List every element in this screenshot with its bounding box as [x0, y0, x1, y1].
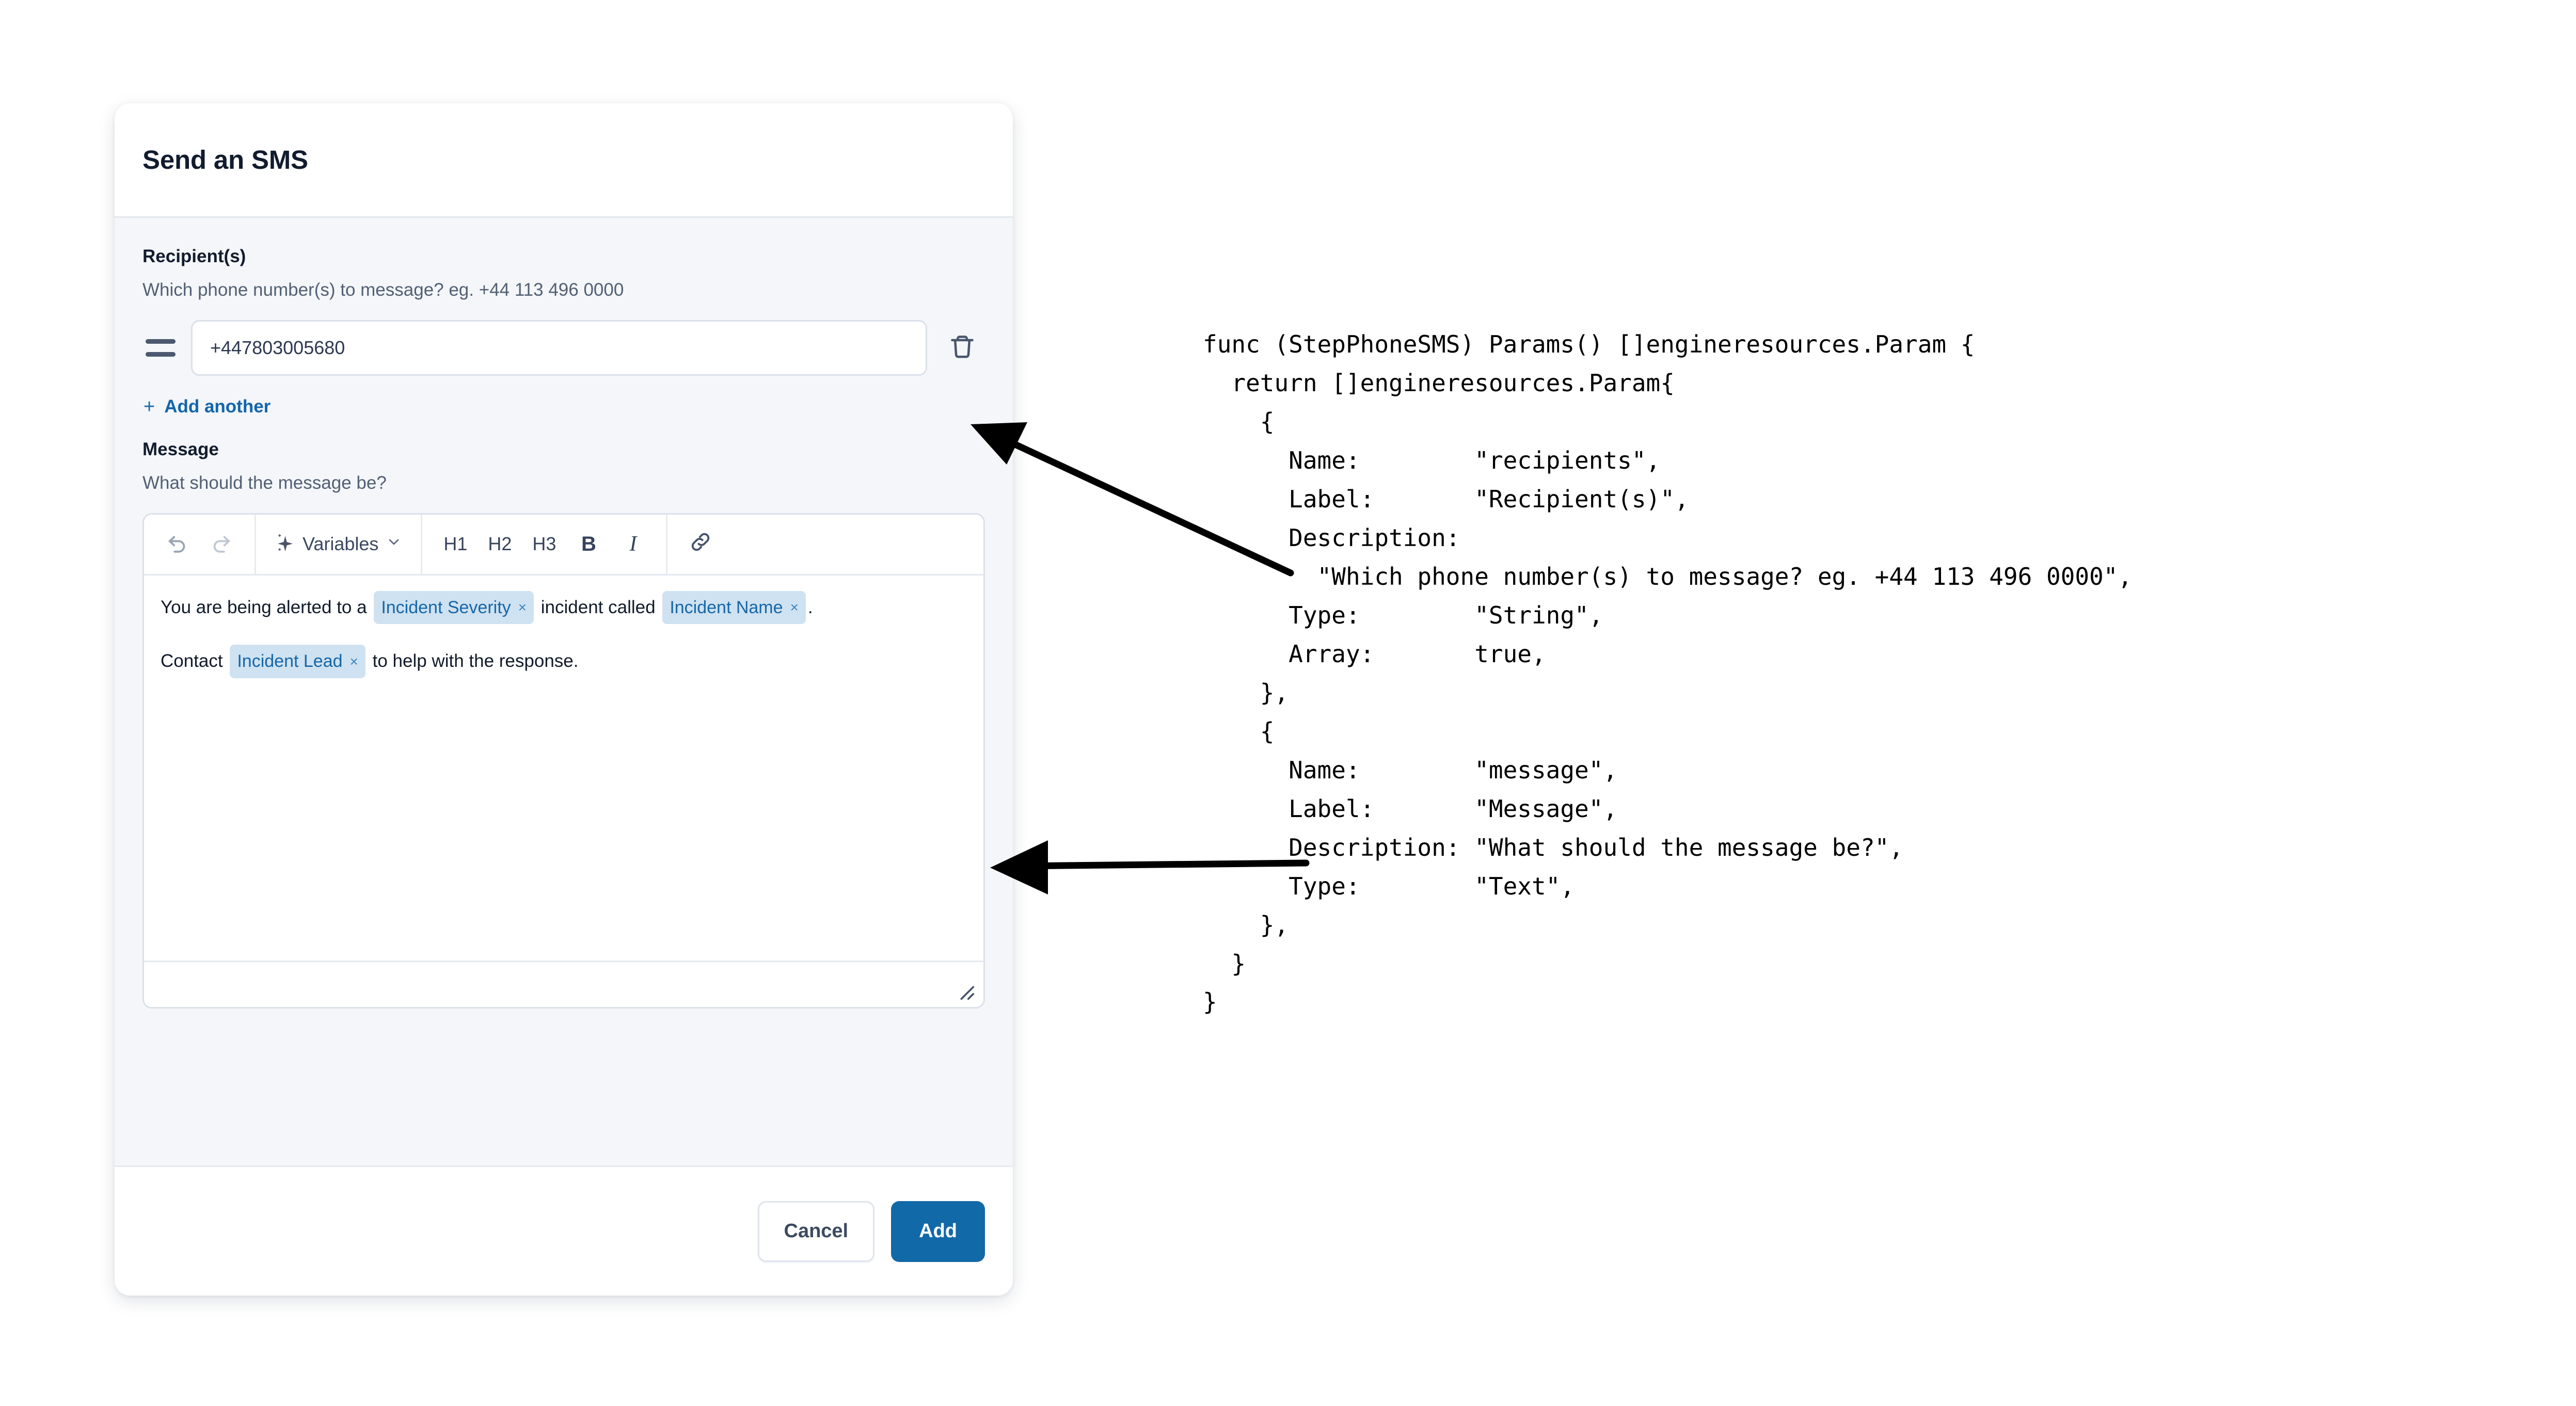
cancel-button[interactable]: Cancel [757, 1201, 875, 1262]
resize-grip-icon[interactable] [952, 978, 976, 1002]
heading-3-button[interactable]: H3 [524, 524, 564, 564]
toolbar-group-link [667, 515, 734, 574]
close-icon[interactable]: × [790, 599, 799, 616]
heading-2-button[interactable]: H2 [480, 524, 519, 564]
recipient-row [142, 319, 985, 376]
editor-toolbar: Variables H1 H2 H3 B [144, 514, 983, 576]
message-label: Message [142, 439, 219, 459]
chevron-down-icon [386, 533, 402, 555]
page-title: Send an SMS [142, 145, 308, 174]
toolbar-group-variables: Variables [256, 514, 423, 574]
recipients-field-group: Recipient(s) Which phone number(s) to me… [142, 246, 985, 420]
redo-button[interactable] [202, 524, 241, 564]
editor-resize-strip [144, 960, 983, 1007]
redo-icon [210, 530, 233, 558]
bold-button[interactable]: B [569, 524, 608, 564]
variable-chip-incident-name[interactable]: Incident Name × [662, 590, 806, 625]
dialog-header: Send an SMS [115, 103, 1013, 218]
message-help-text: What should the message be? [142, 472, 387, 493]
close-icon[interactable]: × [349, 653, 358, 669]
send-sms-dialog: Send an SMS Recipient(s) Which phone num… [115, 103, 1013, 1296]
delete-recipient-button[interactable] [940, 325, 985, 371]
editor-text-1: You are being alerted to a [161, 597, 367, 617]
add-another-button[interactable]: + Add another [142, 393, 272, 420]
undo-button[interactable] [157, 524, 197, 564]
link-icon [689, 530, 712, 558]
editor-text-3: . [807, 597, 813, 617]
editor-paragraph-1: You are being alerted to a Incident Seve… [161, 590, 967, 625]
variable-chip-label: Incident Name [670, 597, 783, 617]
recipients-label: Recipient(s) [142, 246, 246, 266]
add-another-label: Add another [164, 396, 271, 417]
recipient-input[interactable] [191, 319, 927, 376]
plus-icon: + [144, 395, 155, 418]
sparkle-icon [275, 532, 295, 557]
undo-icon [165, 530, 189, 558]
close-icon[interactable]: × [518, 599, 527, 616]
editor-paragraph-2: Contact Incident Lead × to help with the… [161, 645, 967, 678]
code-panel: func (StepPhoneSMS) Params() []engineres… [1203, 325, 2524, 1021]
editor-text-2: incident called [540, 597, 656, 617]
toolbar-group-format: H1 H2 H3 B I [422, 514, 668, 574]
variable-chip-label: Incident Severity [381, 597, 511, 617]
add-button[interactable]: Add [891, 1201, 985, 1262]
dialog-footer: Cancel Add [115, 1165, 1013, 1296]
drag-handle-icon[interactable] [142, 330, 179, 366]
heading-1-button[interactable]: H1 [436, 524, 475, 564]
variable-chip-incident-lead[interactable]: Incident Lead × [230, 645, 365, 678]
link-button[interactable] [681, 524, 720, 564]
toolbar-group-history [144, 514, 256, 574]
message-editor-content[interactable]: You are being alerted to a Incident Seve… [144, 576, 983, 961]
rich-text-editor: Variables H1 H2 H3 B [142, 513, 985, 1009]
variables-dropdown-button[interactable]: Variables [269, 524, 407, 564]
editor-text-5: to help with the response. [372, 651, 579, 672]
variable-chip-incident-severity[interactable]: Incident Severity × [374, 590, 534, 625]
message-field-group: Message What should the message be? [142, 439, 985, 1009]
recipients-help-text: Which phone number(s) to message? eg. +4… [142, 280, 624, 300]
editor-text-4: Contact [161, 651, 223, 672]
variables-label: Variables [303, 533, 379, 554]
dialog-body: Recipient(s) Which phone number(s) to me… [115, 218, 1013, 1165]
italic-button[interactable]: I [613, 524, 653, 564]
trash-icon [949, 333, 976, 362]
variable-chip-label: Incident Lead [237, 651, 343, 672]
go-source-code: func (StepPhoneSMS) Params() []engineres… [1203, 330, 2133, 1016]
